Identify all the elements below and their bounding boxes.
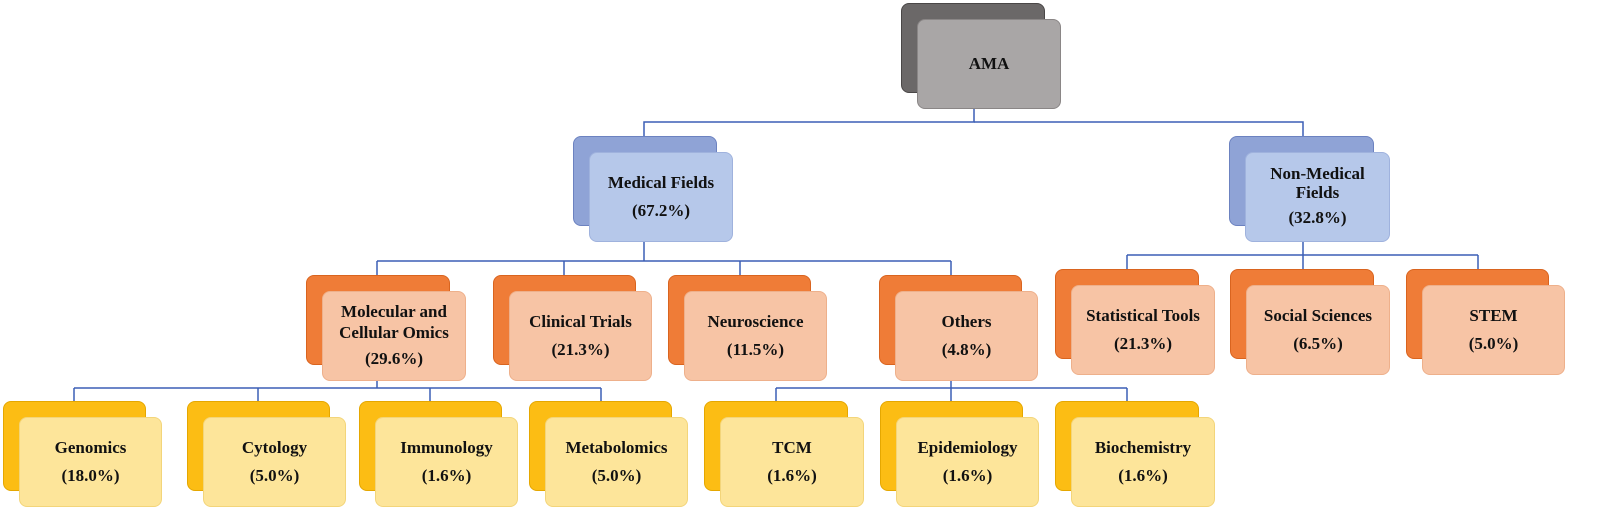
node-percentage: (18.0%)	[61, 466, 120, 485]
node-social-sciences: Social Sciences (6.5%)	[1230, 269, 1390, 375]
node-label: Metabolomics	[565, 438, 668, 457]
node-label: Social Sciences	[1263, 306, 1373, 325]
node-percentage: (1.6%)	[421, 466, 472, 485]
node-non-medical-fields: Non-Medical Fields (32.8%)	[1229, 136, 1390, 242]
node-label: STEM	[1469, 306, 1518, 325]
node-others: Others (4.8%)	[879, 275, 1038, 381]
node-label: Neuroscience	[707, 312, 804, 331]
node-percentage: (1.6%)	[767, 466, 817, 485]
node-percentage: (1.6%)	[942, 466, 993, 485]
node-percentage: (5.0%)	[249, 466, 300, 485]
node-label: Medical Fields	[607, 173, 715, 192]
node-label: Immunology	[400, 438, 493, 457]
node-molecular-cellular-omics: Molecular and Cellular Omics (29.6%)	[306, 275, 466, 381]
node-percentage: (11.5%)	[726, 340, 785, 359]
node-label: Genomics	[54, 438, 127, 457]
node-cytology: Cytology (5.0%)	[187, 401, 346, 507]
node-percentage: (5.0%)	[1468, 334, 1519, 353]
node-label: Biochemistry	[1094, 438, 1192, 457]
node-medical-fields: Medical Fields (67.2%)	[573, 136, 733, 242]
node-label: Molecular and Cellular Omics	[339, 302, 449, 342]
node-statistical-tools: Statistical Tools (21.3%)	[1055, 269, 1215, 375]
node-genomics: Genomics (18.0%)	[3, 401, 162, 507]
node-percentage: (1.6%)	[1118, 466, 1168, 485]
node-epidemiology: Epidemiology (1.6%)	[880, 401, 1039, 507]
node-biochemistry: Biochemistry (1.6%)	[1055, 401, 1215, 507]
node-metabolomics: Metabolomics (5.0%)	[529, 401, 688, 507]
node-neuroscience: Neuroscience (11.5%)	[668, 275, 827, 381]
node-label: Non-Medical Fields	[1270, 164, 1365, 202]
node-percentage: (5.0%)	[591, 466, 642, 485]
node-percentage: (67.2%)	[631, 201, 691, 220]
node-percentage: (29.6%)	[364, 349, 424, 368]
node-immunology: Immunology (1.6%)	[359, 401, 518, 507]
node-clinical-trials: Clinical Trials (21.3%)	[493, 275, 652, 381]
node-label: AMA	[968, 54, 1010, 73]
node-label: TCM	[772, 438, 812, 457]
node-label: Statistical Tools	[1086, 306, 1200, 325]
node-label: Clinical Trials	[529, 312, 632, 331]
node-ama: AMA	[901, 3, 1061, 109]
node-percentage: (4.8%)	[941, 340, 992, 359]
node-label: Cytology	[241, 438, 308, 457]
node-percentage: (32.8%)	[1288, 208, 1347, 227]
node-tcm: TCM (1.6%)	[704, 401, 864, 507]
node-label: Others	[941, 312, 992, 331]
node-percentage: (21.3%)	[1113, 334, 1173, 353]
node-stem: STEM (5.0%)	[1406, 269, 1565, 375]
node-percentage: (21.3%)	[551, 340, 610, 359]
node-percentage: (6.5%)	[1293, 334, 1343, 353]
node-label: Epidemiology	[917, 438, 1018, 457]
